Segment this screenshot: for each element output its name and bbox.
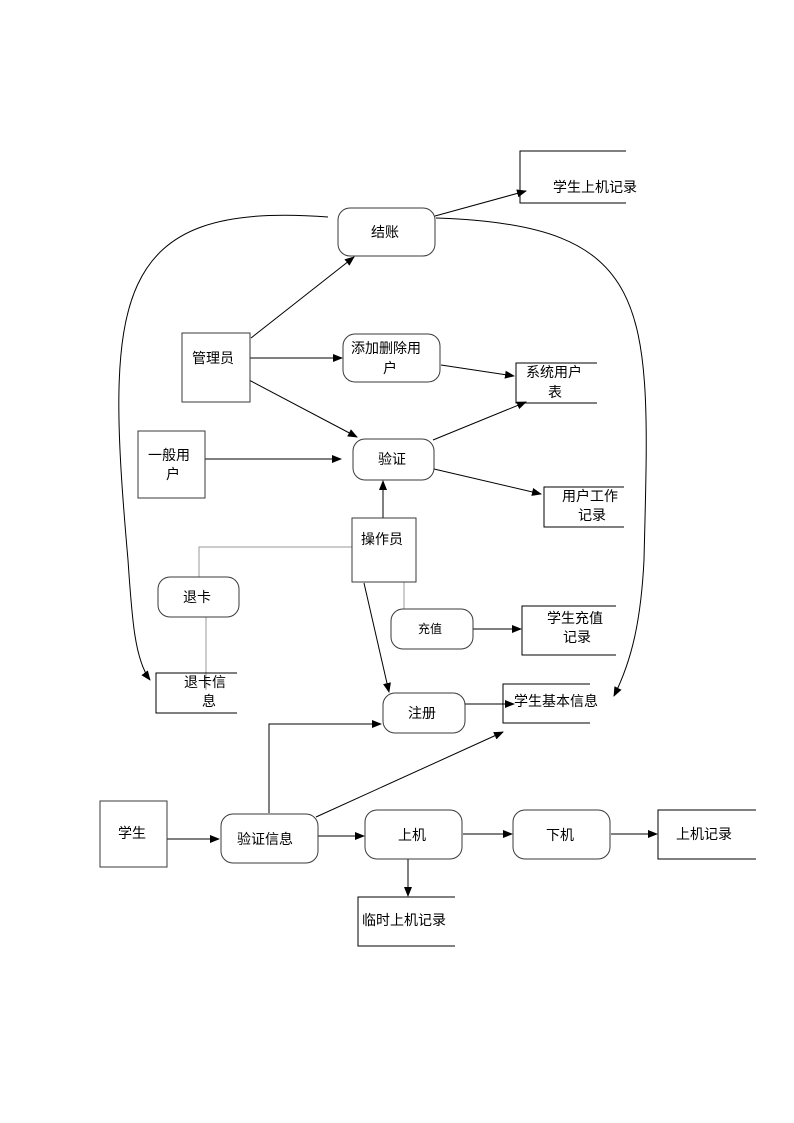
edge-admin-to-checkout [250,256,355,339]
process-label: 充值 [418,621,442,636]
process-label: 上机 [398,828,426,844]
edge-verify-info-to-register [268,720,382,813]
store-label-line-2: 表 [548,385,562,401]
edge-checkout-to-refund-info [118,214,329,681]
process-label-line-1: 添加删除用 [351,341,421,357]
store-label: 临时上机记录 [362,913,446,929]
process-label: 验证 [378,452,406,468]
process-verify-info: 验证信息 [220,813,319,864]
entity-student: 学生 [99,800,168,868]
process-checkout: 结账 [337,207,436,257]
edge-admin-to-verify [248,379,358,438]
store-label-line-1: 退卡信 [184,675,226,691]
edge-add-delete-to-user-table [440,364,515,379]
store-student-recharge-record: 学生充值 记录 [521,605,616,656]
edge-checkout-to-login-record [434,189,527,217]
entity-operator: 操作员 [351,517,417,583]
store-label: 学生基本信息 [514,693,598,710]
process-register: 注册 [382,692,466,734]
process-verify: 验证 [352,438,435,481]
edge-verify-info-to-basic-info [315,731,504,818]
process-label: 退卡 [183,590,211,606]
entity-general-user: 一般用 户 [137,430,206,499]
edge-checkout-to-basic-info [435,217,647,697]
store-system-user-table: 系统用户 表 [515,362,597,404]
store-student-login-record: 学生上机记录 [519,150,637,204]
entity-label: 管理员 [192,351,234,367]
store-refund-card-info: 退卡信 息 [155,672,237,714]
process-logon: 上机 [364,809,463,860]
process-logoff: 下机 [512,809,611,860]
entity-admin: 管理员 [181,332,251,403]
store-label: 上机记录 [676,827,732,843]
store-logon-record: 上机记录 [657,809,756,860]
store-label-line-2: 息 [202,693,216,710]
entity-label-line-2: 户 [166,466,180,483]
entity-label: 学生 [118,826,146,842]
edge-operator-to-register [363,582,391,693]
store-label-line-1: 系统用户 [526,364,582,381]
store-label-line-1: 用户工作 [562,488,618,505]
process-label: 验证信息 [237,831,293,848]
process-refund-card: 退卡 [157,576,240,618]
process-label: 注册 [408,706,436,722]
store-label-line-2: 记录 [578,508,606,524]
store-label-line-1: 学生充值 [547,611,603,627]
store-label-line-2: 记录 [563,630,591,646]
store-label: 学生上机记录 [553,180,637,196]
process-add-delete-user: 添加删除用 户 [342,333,441,383]
entity-label-line-1: 一般用 [148,448,190,464]
store-student-basic-info: 学生基本信息 [502,683,598,724]
store-user-work-record: 用户工作 记录 [543,486,624,528]
process-label: 结账 [371,225,399,241]
process-label: 下机 [546,828,574,844]
edge-verify-to-work-record [433,468,542,496]
edge-operator-to-refund [198,546,352,577]
entity-label: 操作员 [361,532,403,548]
process-label-line-2: 户 [383,360,397,377]
connectors [118,189,658,897]
edge-verify-to-user-table [432,401,527,441]
process-recharge: 充值 [390,608,474,650]
store-temp-logon-record: 临时上机记录 [357,896,455,947]
